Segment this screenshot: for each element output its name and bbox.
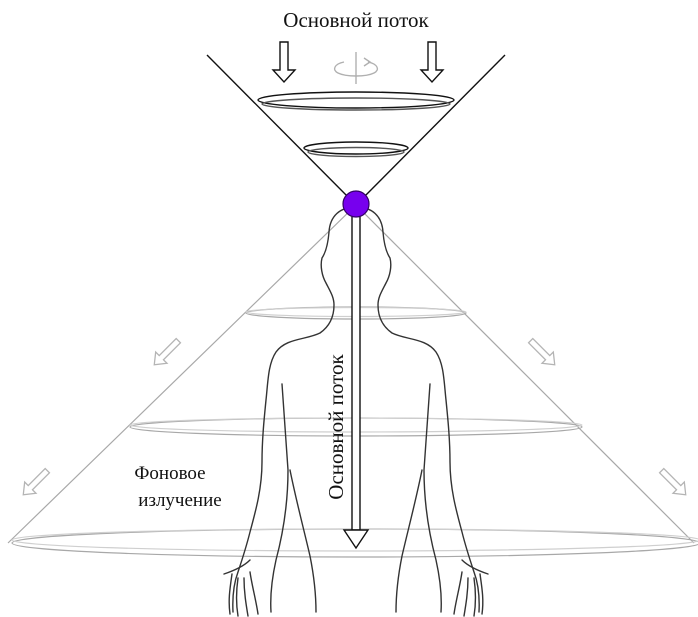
central-flow-shaft xyxy=(352,212,360,530)
diagonal-arrow-icon xyxy=(18,465,53,500)
figure-right-torso xyxy=(396,470,422,612)
rotation-arrow-icon xyxy=(335,52,378,84)
figure-left-hand xyxy=(224,560,258,616)
lower-cone-right-edge xyxy=(356,205,694,543)
vertical-flow-label: Основной поток xyxy=(324,353,348,499)
diagonal-arrow-icon xyxy=(525,335,560,370)
diagonal-arrow-icon xyxy=(149,335,184,370)
figure-left-torso xyxy=(290,470,316,612)
background-radiation-label-line1: Фоновое xyxy=(134,463,205,484)
diagonal-arrow-icon xyxy=(656,465,691,500)
crown-node xyxy=(343,191,369,217)
down-arrow-icon xyxy=(421,42,443,82)
figure-right-hand xyxy=(454,560,488,616)
background-radiation-label-line2: излучение xyxy=(138,490,221,511)
top-flow-label: Основной поток xyxy=(283,8,429,32)
down-arrow-icon xyxy=(273,42,295,82)
central-flow-head xyxy=(344,530,368,548)
